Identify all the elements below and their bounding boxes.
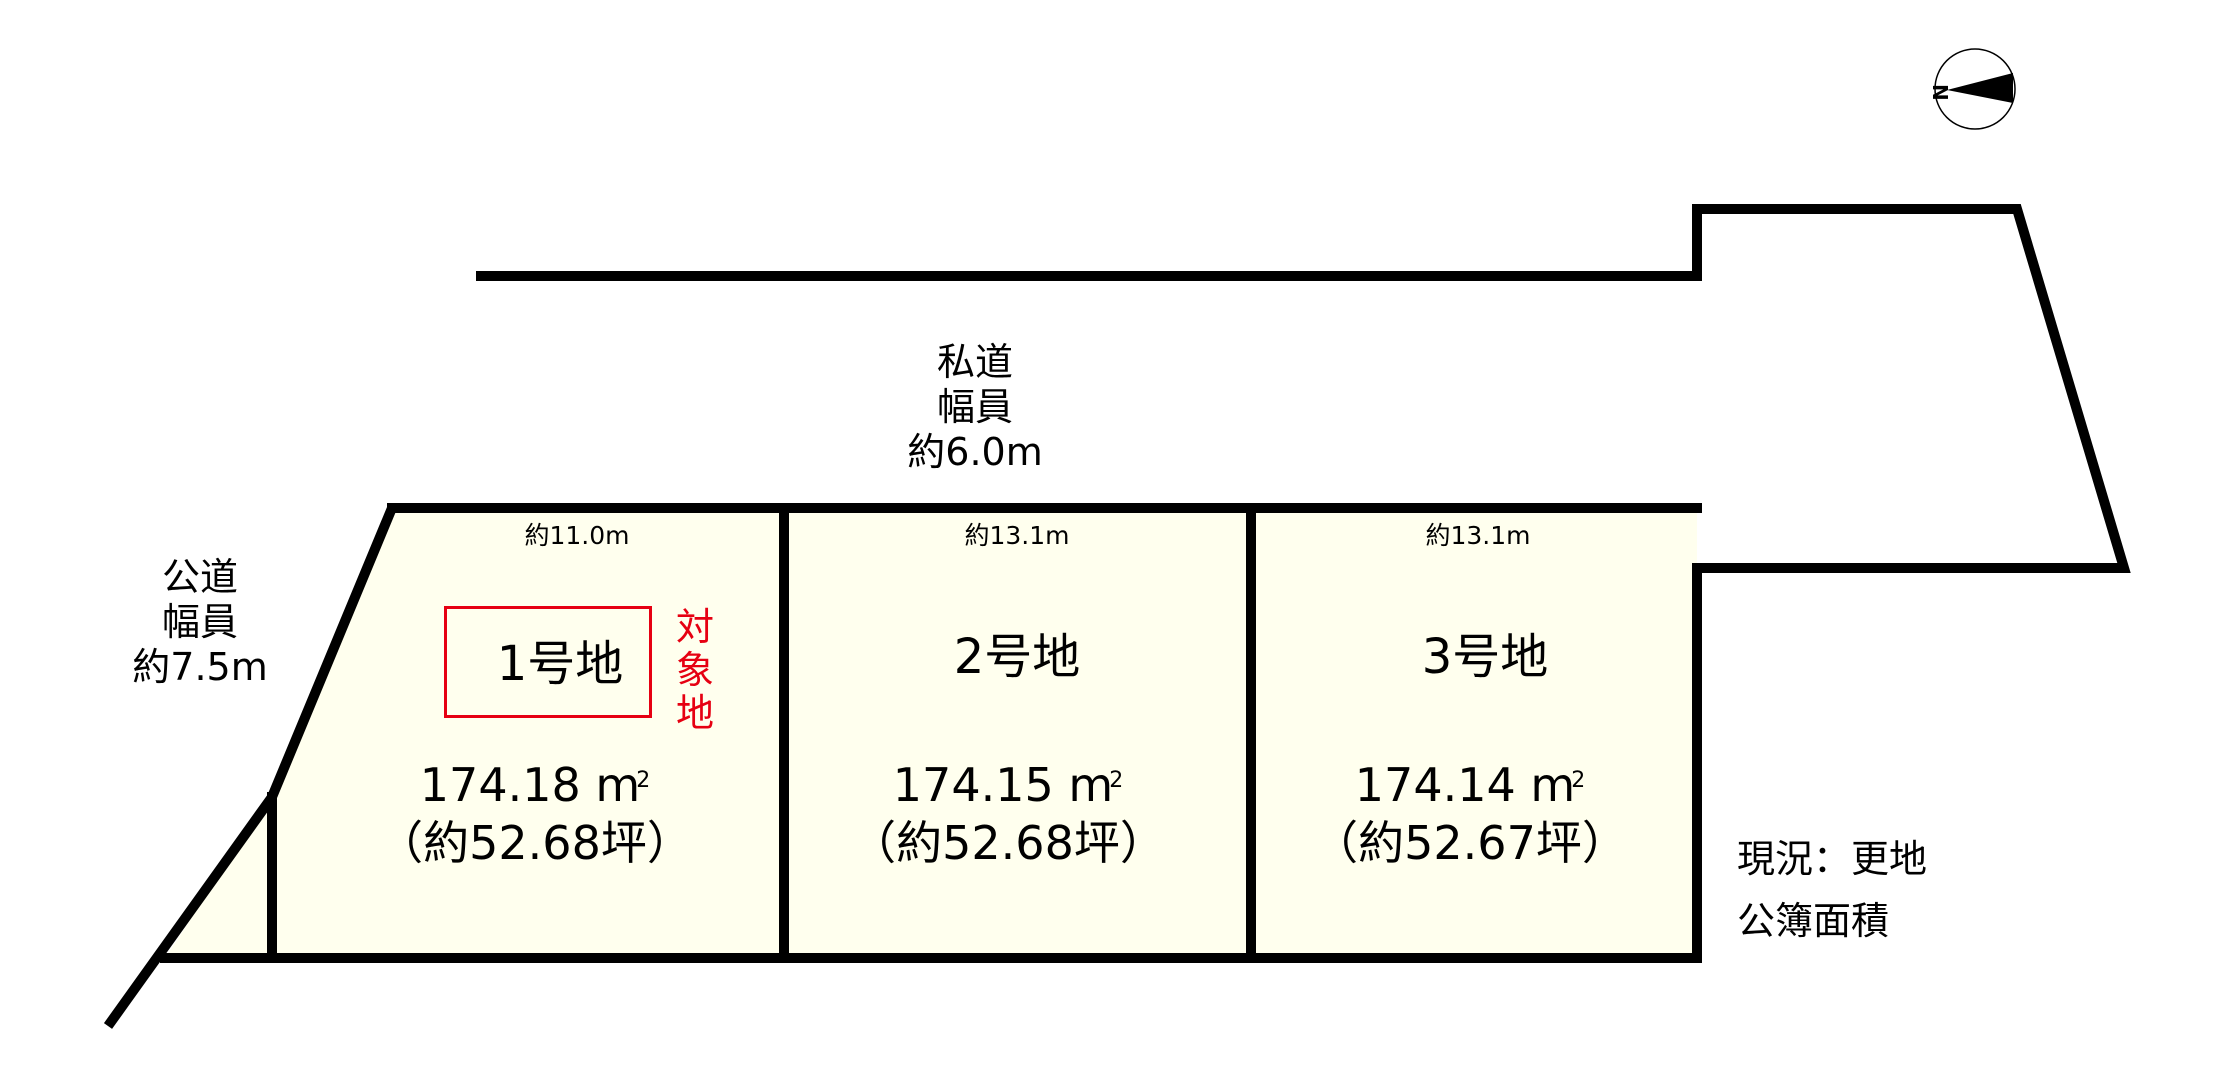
public-road-edge [103,506,397,1029]
lot-2-area-tsubo: （約52.68坪） [850,816,1166,870]
lot-3-fill [1251,508,1697,958]
current-status-note: 現況：更地 [1737,837,1928,881]
public-road-width-label: 幅員 [161,600,238,644]
lot-2-area-unit-sup: 2 [1109,768,1124,793]
lot-2-area: 174.15 m2 （約52.68坪） [850,756,1166,872]
public-road-label: 公道 幅員 約7.5m [120,555,280,690]
private-road-label: 私道 幅員 約6.0m [905,340,1045,475]
private-road-title: 私道 [936,340,1013,384]
lot-1-area-unit: m [595,758,641,812]
lot-1-area: 174.18 m2 （約52.68坪） [377,756,693,872]
compass-n-label: N [1928,84,1952,101]
lot-3-name: 3号地 [1421,629,1549,685]
private-road-width-label: 幅員 [936,385,1013,429]
lot-1-area-unit-sup: 2 [636,768,651,793]
lot-2-frontage: 約13.1m [964,521,1070,550]
lot-1-fill [272,508,784,958]
public-road-title: 公道 [161,555,238,599]
target-lot-label: 対象地 [675,605,714,735]
area-basis-note: 公簿面積 [1737,899,1890,943]
lots-outline [160,563,1702,963]
lot-3-area: 174.14 m2 （約52.67坪） [1312,756,1628,872]
lot-1-frontage: 約11.0m [524,521,630,550]
lot-2-name: 2号地 [953,629,1081,685]
lot-2-area-unit: m [1068,758,1114,812]
private-road-north-edge [476,204,2131,573]
lot-1-area-tsubo: （約52.68坪） [377,816,693,870]
private-road-width-value: 約6.0m [907,430,1043,474]
lot-1-name: 1号地 [496,636,624,692]
target-lot-highlight-box [444,606,652,718]
lot-3-area-unit: m [1530,758,1576,812]
lot-3-area-sqm: 174.14 [1354,758,1516,812]
lot-1-area-sqm: 174.18 [419,758,581,812]
lot-3-area-unit-sup: 2 [1571,768,1586,793]
lot-2-fill [784,508,1251,958]
lot-3-frontage: 約13.1m [1425,521,1531,550]
north-arrow-icon: N [1928,48,2016,130]
lot-3-area-tsubo: （約52.67坪） [1312,816,1628,870]
lot-2-area-sqm: 174.15 [892,758,1054,812]
public-road-width-value: 約7.5m [132,645,268,689]
notes-block: 現況：更地 公簿面積 [1737,828,1927,952]
